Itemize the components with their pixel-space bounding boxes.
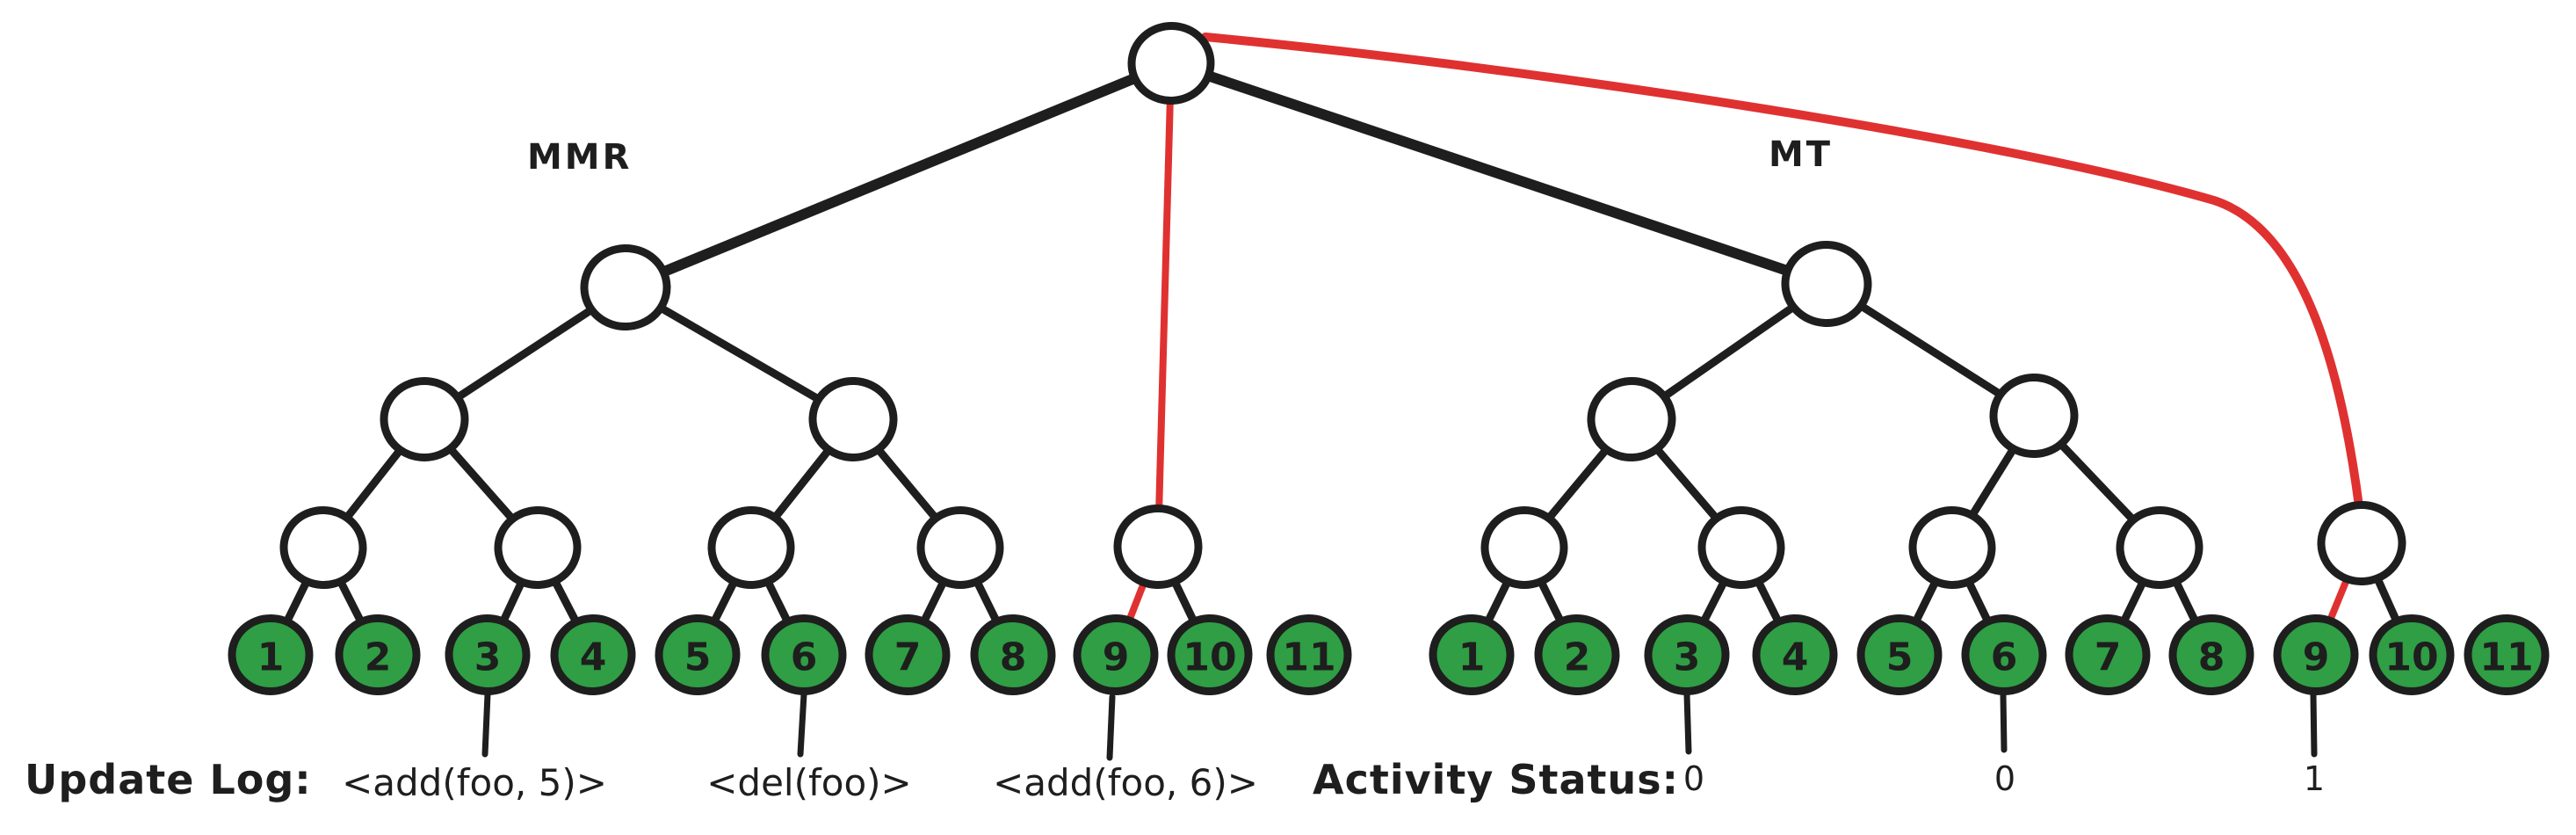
mt-leaf-node-2: [1534, 614, 1620, 696]
update-log-entry-1: <add(foo, 5)>: [342, 761, 607, 804]
mt-leaf-node-11: [2464, 614, 2550, 696]
mmr-leaf-node-11: [1266, 614, 1352, 695]
mt-leaf-node-4: [1752, 614, 1838, 696]
update-log-label: Update Log:: [25, 756, 312, 803]
activity-status-value-2: 0: [1994, 759, 2016, 798]
mmr-leaf-node-4: [550, 614, 636, 696]
mmr-leaf-9-label: 9: [1103, 635, 1130, 680]
mt-leaf-3-label: 3: [1674, 635, 1701, 680]
mmr-leaf-node-8: [970, 614, 1056, 696]
mt-leaf-4-label: 4: [1782, 635, 1809, 680]
mt-leaf-node-5: [1856, 614, 1943, 695]
tree-edge: [1166, 58, 1832, 289]
mmr-l2a-node: [380, 377, 469, 461]
callout-line: [1106, 693, 1116, 761]
root-node: [1127, 21, 1215, 105]
mmr-leaf-1-label: 1: [257, 635, 285, 680]
mt-leaf-node-3: [1644, 614, 1730, 696]
mt-p78-node: [2116, 505, 2203, 590]
activity-status-label: Activity Status:: [1313, 756, 1680, 803]
mmr-leaf-node-2: [335, 614, 421, 696]
mt-peak-node: [1781, 240, 1872, 328]
mt-leaf-7-label: 7: [2095, 635, 2122, 680]
mmr-p12-node: [279, 505, 367, 590]
update-log-entry-3: <add(foo, 6)>: [993, 761, 1258, 804]
mt-leaf-8-label: 8: [2198, 635, 2225, 680]
mmr-p56-node: [707, 505, 795, 590]
callout-line: [2310, 691, 2318, 758]
mmr-leaf-11-label: 11: [1282, 635, 1335, 680]
mmr-leaf-4-label: 4: [580, 635, 607, 680]
mmr-leaf-node-3: [445, 614, 531, 696]
mmr-p34-node: [494, 505, 582, 590]
mt-l2a-node: [1587, 376, 1676, 462]
mt-leaf-11-label: 11: [2479, 635, 2533, 680]
mt-p910-node: [2317, 500, 2406, 586]
mt-l2b-node: [1989, 373, 2079, 459]
activity-status-value-1: 0: [1682, 759, 1705, 798]
mmr-tree-label: MMR: [527, 137, 633, 178]
mmr-leaf-6-label: 6: [791, 635, 818, 680]
tree-edge: [620, 58, 1176, 293]
mmr-leaf-node-7: [865, 614, 951, 696]
mt-leaf-node-7: [2065, 614, 2151, 696]
mt-tree-label: MT: [1769, 134, 1834, 175]
mt-leaf-1-label: 1: [1458, 635, 1486, 680]
mt-leaf-node-8: [2168, 614, 2254, 696]
mmr-leaf-10-label: 10: [1183, 635, 1236, 680]
mmr-leaf-node-10: [1167, 614, 1253, 696]
mmr-leaf-node-6: [761, 614, 847, 695]
callout-line: [1683, 691, 1692, 755]
mt-leaf-10-label: 10: [2384, 635, 2438, 680]
mmr-leaf-2-label: 2: [365, 635, 392, 680]
mt-leaf-5-label: 5: [1886, 635, 1914, 680]
mt-p56-node: [1908, 505, 1996, 590]
mt-leaf-node-9: [2273, 614, 2359, 696]
mmr-leaf-node-1: [228, 614, 314, 695]
mt-leaf-node-1: [1429, 614, 1515, 696]
mmr-leaf-8-label: 8: [1000, 635, 1027, 680]
mt-leaf-node-6: [1961, 614, 2047, 696]
mt-leaf-2-label: 2: [1564, 635, 1591, 680]
highlight-edge: [1154, 60, 1175, 550]
callout-line: [481, 691, 491, 758]
activity-status-value-3: 1: [2303, 759, 2326, 798]
callout-line: [2000, 691, 2008, 753]
mmr-leaf-5-label: 5: [684, 635, 712, 680]
update-log-entry-2: <del(foo)>: [706, 761, 912, 804]
highlight-curve-root-to-mt: [1201, 33, 2366, 532]
mt-leaf-node-10: [2369, 614, 2455, 695]
mmr-leaf-node-5: [655, 614, 741, 696]
mt-leaf-9-label: 9: [2303, 635, 2330, 680]
mmr-leaf-node-9: [1073, 614, 1159, 696]
mmr-leaf-7-label: 7: [894, 635, 922, 680]
mmr-p78-node: [916, 506, 1004, 589]
mmr-l2b-node: [808, 376, 898, 462]
mt-p12-node: [1480, 506, 1568, 589]
mmr-leaf-3-label: 3: [474, 635, 502, 680]
mmr-p910-node: [1113, 504, 1203, 590]
mt-p34-node: [1697, 505, 1785, 590]
mt-leaf-6-label: 6: [1991, 635, 2018, 680]
callout-line: [797, 691, 807, 758]
mmr-peak-node: [580, 243, 671, 331]
